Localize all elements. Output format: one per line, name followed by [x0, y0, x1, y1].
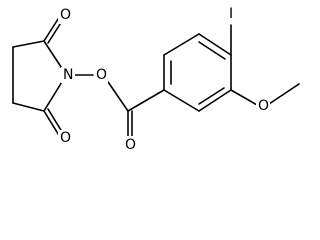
- molecule-structure-diagram: O O N O O I O: [12, 6, 300, 153]
- bond-c4-o-bottom-a: [43, 110, 61, 138]
- atom-label-bg-o-top: [58, 8, 72, 24]
- atom-n: N: [63, 67, 73, 83]
- bond-ring-5-6: [198, 89, 232, 112]
- bond-c1-c2: [12, 40, 45, 48]
- atom-o-methoxy: O: [258, 98, 269, 114]
- bond-ester-c-ring: [127, 89, 165, 112]
- bond-ring-3-4: [198, 33, 232, 56]
- bond-ring-2-3: [163, 33, 200, 56]
- bond-methoxy-o-ch3: [268, 83, 300, 105]
- atom-label-bg-o-ester: [123, 136, 137, 152]
- atom-label-bg-i: [228, 7, 236, 23]
- bond-ring-6-1: [163, 89, 200, 112]
- atom-o-bottom: O: [60, 130, 71, 146]
- atom-o-top: O: [60, 7, 71, 23]
- atom-i: I: [229, 6, 233, 22]
- bond-ring-methoxy-o: [230, 89, 258, 106]
- bond-c3-c4: [12, 102, 45, 112]
- bond-ring-inner-bottom-right: [198, 87, 225, 105]
- atom-label-bg-n: [61, 67, 75, 83]
- atom-label-bg-o-methoxy: [256, 98, 270, 114]
- atom-label-bg-o-link: [94, 67, 108, 83]
- bond-c1-o-top-a: [43, 15, 61, 42]
- atom-label-bg-o-bottom: [58, 130, 72, 146]
- atom-o-link: O: [96, 67, 107, 83]
- atom-o-ester-carbonyl: O: [125, 137, 136, 153]
- bond-ring-inner-top-right: [198, 41, 226, 60]
